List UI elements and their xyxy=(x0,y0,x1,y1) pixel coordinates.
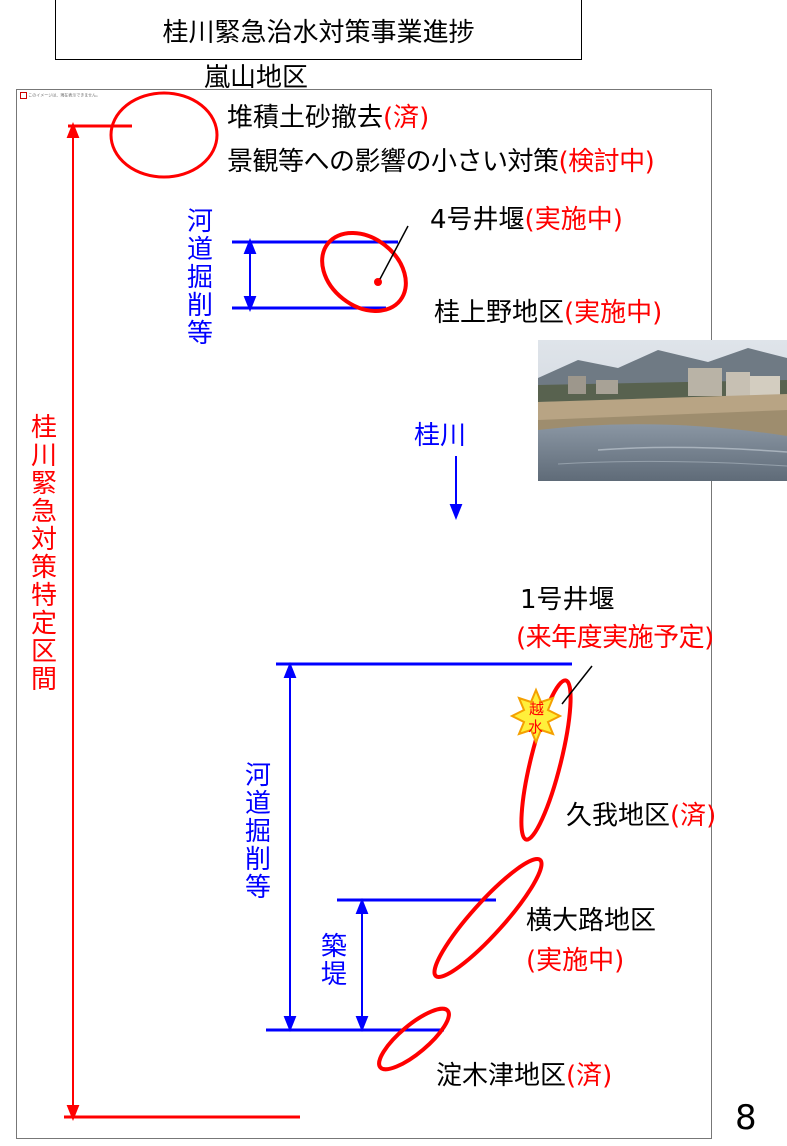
title-box: 桂川緊急治水対策事業進捗 xyxy=(55,0,582,60)
arashiyama-item1: 堆積土砂撤去(済) xyxy=(227,102,429,134)
arashiyama-item1-text: 堆積土砂撤去 xyxy=(227,103,384,133)
koga-name: 久我地区 xyxy=(566,801,671,831)
arashiyama-ellipse xyxy=(109,91,219,179)
arashiyama-item2: 景観等への影響の小さい対策(検討中) xyxy=(227,146,655,178)
broken-image-note: このイメージは、現在表示できません。 xyxy=(28,92,101,98)
weir1-leader xyxy=(561,665,593,705)
upper-dredging-label: 河道掘削等 xyxy=(186,207,213,349)
yodo-ellipse xyxy=(377,1006,451,1072)
section-label: 桂川緊急対策特定区間 xyxy=(30,413,57,695)
yodo-label: 淀木津地区(済) xyxy=(436,1060,612,1092)
weir4-marker xyxy=(374,278,382,286)
yokooji-ellipse xyxy=(432,857,544,979)
weir4-leader xyxy=(379,225,409,280)
lower-dredging-label: 河道掘削等 xyxy=(244,761,271,903)
page-number: 8 xyxy=(735,1098,757,1138)
river-photo xyxy=(538,340,787,481)
overflow-starburst xyxy=(509,687,563,745)
arashiyama-item2-status: (検討中) xyxy=(558,147,655,177)
koga-label: 久我地区(済) xyxy=(566,800,716,832)
diagram-frame xyxy=(16,89,712,1139)
arashiyama-item1-status: (済) xyxy=(383,103,430,133)
yodo-name: 淀木津地区 xyxy=(436,1061,567,1091)
levee-label: 築堤 xyxy=(320,932,347,990)
weir4-name: 4号井堰 xyxy=(430,205,525,235)
yokooji-name: 横大路地区 xyxy=(526,906,657,936)
katsurakamino-name: 桂上野地区 xyxy=(434,298,565,328)
koga-ellipse xyxy=(519,678,573,842)
koga-status: (済) xyxy=(670,801,717,831)
weir1-status: (来年度実施予定) xyxy=(516,623,714,653)
weir4-label: 4号井堰(実施中) xyxy=(430,204,623,236)
overflow-badge-line1: 越 xyxy=(529,700,545,718)
katsurakamino-status: (実施中) xyxy=(564,298,663,328)
weir4-status: (実施中) xyxy=(524,205,623,235)
arashiyama-district: 嵐山地区 xyxy=(204,63,309,93)
broken-image-placeholder: このイメージは、現在表示できません。 xyxy=(20,92,100,99)
yodo-status: (済) xyxy=(566,1061,613,1091)
weir4-ellipse xyxy=(320,231,408,313)
page-title: 桂川緊急治水対策事業進捗 xyxy=(162,18,475,48)
river-name: 桂川 xyxy=(414,421,467,451)
arashiyama-item2-text: 景観等への影響の小さい対策 xyxy=(227,147,559,177)
overflow-badge-line2: 水 xyxy=(528,718,544,736)
weir1-name: 1号井堰 xyxy=(520,585,615,615)
yokooji-status: (実施中) xyxy=(526,946,625,976)
katsurakamino-label: 桂上野地区(実施中) xyxy=(434,297,662,329)
broken-image-icon xyxy=(20,92,27,99)
